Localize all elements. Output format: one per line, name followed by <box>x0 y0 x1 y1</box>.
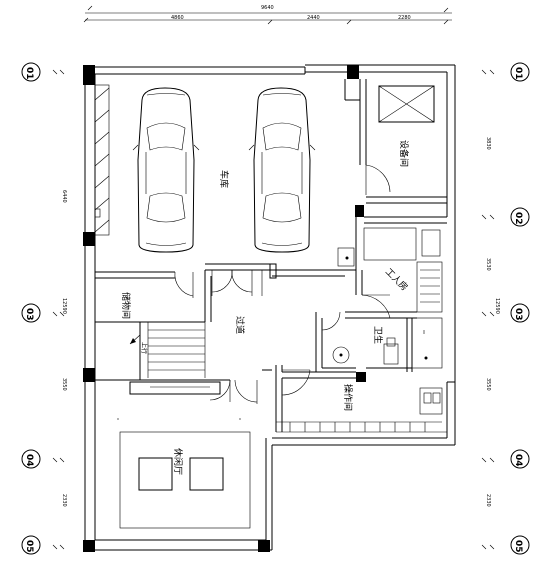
dim-top-seg-2: 2440 <box>307 15 320 21</box>
axis-marker-left-01: 01 <box>21 62 41 82</box>
operation-room: 操作间 <box>275 365 447 433</box>
columns <box>83 65 366 552</box>
dim-left-4: 2330 <box>61 494 67 507</box>
dim-right-5: 2330 <box>485 494 491 507</box>
svg-text:02: 02 <box>513 212 523 225</box>
worker-room: 工人房 <box>337 216 447 319</box>
axis-marker-left-03: 03 <box>21 303 41 323</box>
dim-right-4: 3550 <box>485 378 491 391</box>
room-label-worker: 工人房 <box>383 266 411 294</box>
dim-top-total: 9640 <box>261 5 274 11</box>
right-dimensions: 3830 3530 12590 3550 2330 <box>481 69 500 550</box>
room-label-corridor: 过道 <box>234 316 246 334</box>
leisure-hall: 休闲厅 <box>117 381 251 529</box>
storage-corridor: 上行 储物间 过道 <box>95 263 277 404</box>
car-2 <box>248 87 316 253</box>
left-dimensions: 6440 12590 3550 2330 <box>52 69 67 550</box>
top-dimensions: 9640 4860 2440 2280 <box>83 5 452 25</box>
room-label-leisure: 休闲厅 <box>172 448 184 475</box>
room-label-bathroom: 卫生 <box>372 326 384 344</box>
axis-marker-right-01: 01 <box>510 62 530 82</box>
room-label-equipment: 设备间 <box>398 140 410 167</box>
svg-text:04: 04 <box>24 454 34 467</box>
room-label-garage: 车库 <box>218 170 230 188</box>
axis-marker-right-03: 03 <box>510 303 530 323</box>
room-label-operation: 操作间 <box>342 384 354 411</box>
right-axis-markers: 01 02 03 04 05 <box>510 62 530 555</box>
svg-text:03: 03 <box>24 308 34 321</box>
axis-marker-right-04: 04 <box>510 449 530 469</box>
car-1 <box>132 87 200 253</box>
dim-left-3: 3550 <box>61 378 67 391</box>
axis-marker-left-05: 05 <box>21 535 41 555</box>
stair-note: 上行 <box>140 342 148 354</box>
dim-top-seg-1: 4860 <box>171 15 184 21</box>
dim-right-3: 12590 <box>494 298 500 314</box>
svg-text:03: 03 <box>513 308 523 321</box>
outer-walls <box>84 64 456 551</box>
dim-left-1: 6440 <box>61 190 67 203</box>
svg-text:04: 04 <box>513 454 523 467</box>
left-axis-markers: 01 03 04 05 <box>21 62 41 555</box>
axis-marker-right-05: 05 <box>510 535 530 555</box>
svg-text:05: 05 <box>24 540 34 553</box>
svg-text:05: 05 <box>513 540 523 553</box>
dim-top-seg-3: 2280 <box>398 15 411 21</box>
axis-marker-right-02: 02 <box>510 207 530 227</box>
room-label-storage: 储物间 <box>120 292 132 319</box>
equipment-room: 设备间 <box>365 85 447 204</box>
garage-area <box>94 79 367 279</box>
dim-right-1: 3830 <box>485 137 491 150</box>
bathroom: 卫生 <box>315 311 443 372</box>
svg-text:01: 01 <box>513 67 523 80</box>
dim-right-2: 3530 <box>485 258 491 271</box>
axis-marker-left-04: 04 <box>21 449 41 469</box>
dim-left-2: 12590 <box>61 298 67 314</box>
svg-text:01: 01 <box>24 67 34 80</box>
